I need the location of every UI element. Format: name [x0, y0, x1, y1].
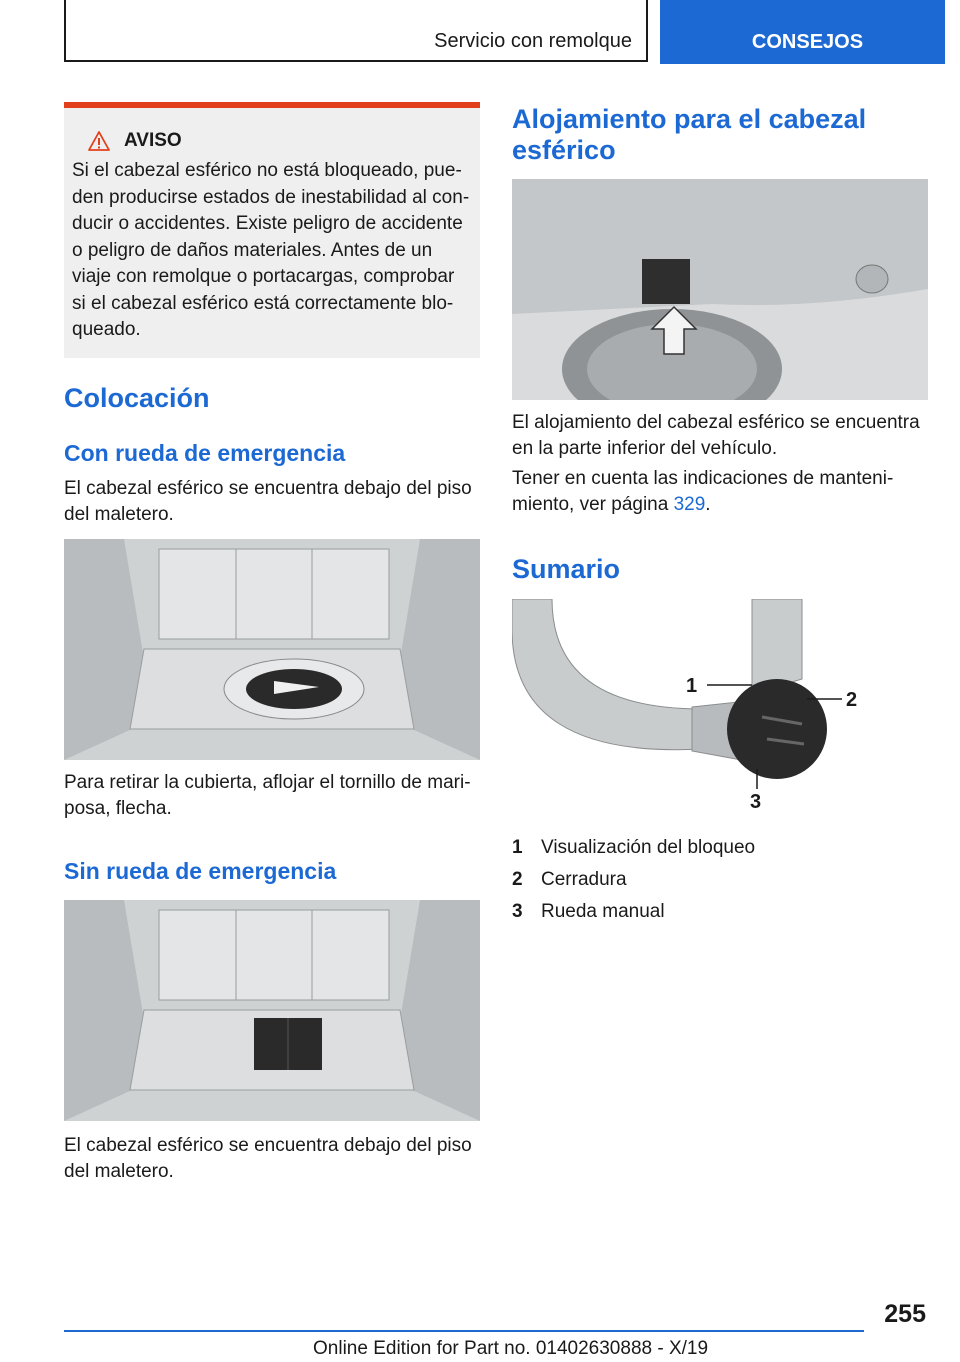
warning-box: AVISO Si el cabezal esférico no está blo…	[64, 102, 480, 358]
vehicle-underside-image	[512, 179, 928, 400]
warning-text: Si el cabezal esférico no está bloqueado…	[72, 160, 470, 340]
paragraph-alojamiento: El alojamiento del cabezal esférico se e…	[512, 412, 920, 459]
legend-number: 1	[512, 837, 523, 858]
diagram-legend: 1 Visualización del bloqueo 2 Cerradura …	[512, 832, 755, 928]
heading-sumario: Sumario	[512, 554, 621, 584]
heading-alojamiento: Alojamiento para el cabezal esférico	[512, 104, 867, 165]
legend-label: Rueda manual	[541, 901, 665, 922]
legend-item: 1 Visualización del bloqueo	[512, 832, 755, 864]
caption-con-rueda: Para retirar la cubierta, aflojar el tor…	[64, 772, 471, 819]
paragraph-mantenimiento: Tener en cuenta las indicaciones de mant…	[512, 466, 928, 518]
trunk-no-spare-image	[64, 900, 480, 1121]
callout-3: 3	[750, 791, 762, 813]
heading-colocacion: Colocación	[64, 383, 210, 413]
warning-triangle-icon	[88, 131, 110, 151]
warning-title-text: AVISO	[124, 130, 182, 151]
legend-number: 3	[512, 901, 523, 922]
callout-2: 2	[846, 689, 858, 711]
legend-item: 3 Rueda manual	[512, 896, 755, 928]
page-reference-link[interactable]: 329	[673, 494, 706, 515]
legend-label: Cerradura	[541, 869, 627, 890]
header-chapter-tab[interactable]: CONSEJOS	[660, 0, 945, 64]
subheading-con-rueda: Con rueda de emergencia	[64, 440, 346, 466]
mantenimiento-end: .	[705, 494, 711, 515]
warning-title: AVISO	[88, 130, 472, 152]
page-number: 255	[884, 1300, 926, 1328]
mantenimiento-text: Tener en cuenta las indicaciones de mant…	[512, 468, 894, 515]
subheading-sin-rueda: Sin rueda de emergencia	[64, 858, 337, 884]
paragraph-con-rueda: El cabezal esférico se encuentra debajo …	[64, 478, 472, 525]
trunk-spare-wheel-image	[64, 539, 480, 760]
ball-head-diagram: 1 2 3	[512, 599, 928, 820]
footer-edition: Online Edition for Part no. 01402630888 …	[313, 1338, 709, 1359]
footer-divider	[64, 1330, 864, 1332]
caption-sin-rueda: El cabezal esférico se encuentra debajo …	[64, 1135, 472, 1182]
callout-1: 1	[686, 675, 698, 697]
header-section-box: Servicio con remolque	[64, 0, 648, 62]
legend-item: 2 Cerradura	[512, 864, 755, 896]
header-section-title: Servicio con remolque	[434, 30, 632, 52]
legend-number: 2	[512, 869, 523, 890]
legend-label: Visualización del bloqueo	[541, 837, 756, 858]
page-header: Servicio con remolque CONSEJOS	[0, 0, 960, 66]
